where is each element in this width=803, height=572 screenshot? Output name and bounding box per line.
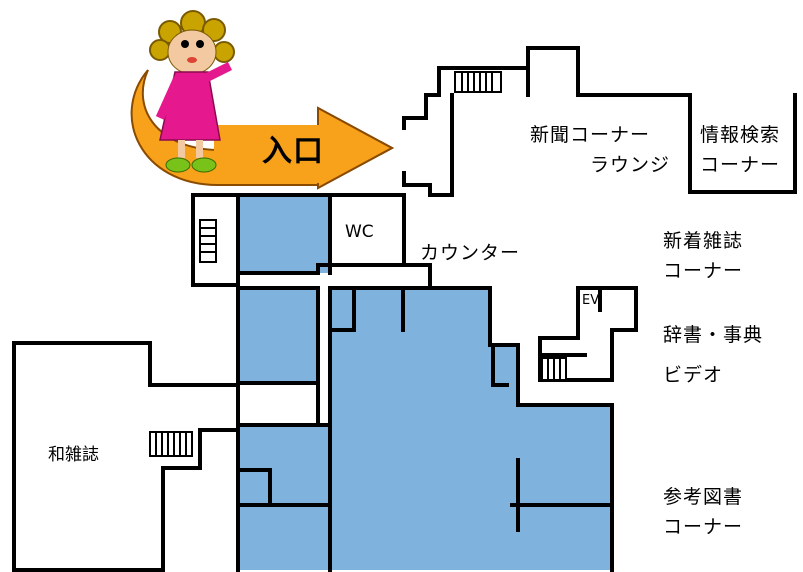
dictionary-label: 辞書・事典 (663, 324, 764, 346)
room-left-mid (238, 288, 320, 383)
info-search-label: 情報検索 (700, 124, 781, 146)
lounge-label: ラウンジ (590, 154, 671, 176)
stairs (149, 71, 567, 457)
blue-rooms (238, 195, 612, 570)
reference-corner-label: コーナー (663, 516, 744, 538)
wc-label: WC (345, 222, 374, 242)
entrance-label: 入口 (262, 134, 324, 169)
new-magazines-label: 新着雑誌 (663, 230, 744, 252)
walls (12, 46, 797, 572)
stairs-left (199, 219, 217, 263)
room-upper-left (238, 195, 330, 273)
newspaper-corner-label: 新聞コーナー (530, 124, 651, 146)
counter-label: カウンター (420, 242, 521, 264)
japanese-magazines-label: 和雑誌 (48, 445, 99, 465)
reference-books-label: 参考図書 (663, 486, 744, 508)
new-magazines-corner-label: コーナー (663, 260, 744, 282)
girl-mascot-icon (149, 10, 235, 173)
stairs-top (454, 71, 502, 93)
elevator-label: EV (582, 293, 600, 308)
room-central (330, 288, 612, 570)
room-left-low (238, 425, 333, 570)
info-search-corner-label: コーナー (700, 154, 781, 176)
video-label: ビデオ (663, 364, 724, 386)
